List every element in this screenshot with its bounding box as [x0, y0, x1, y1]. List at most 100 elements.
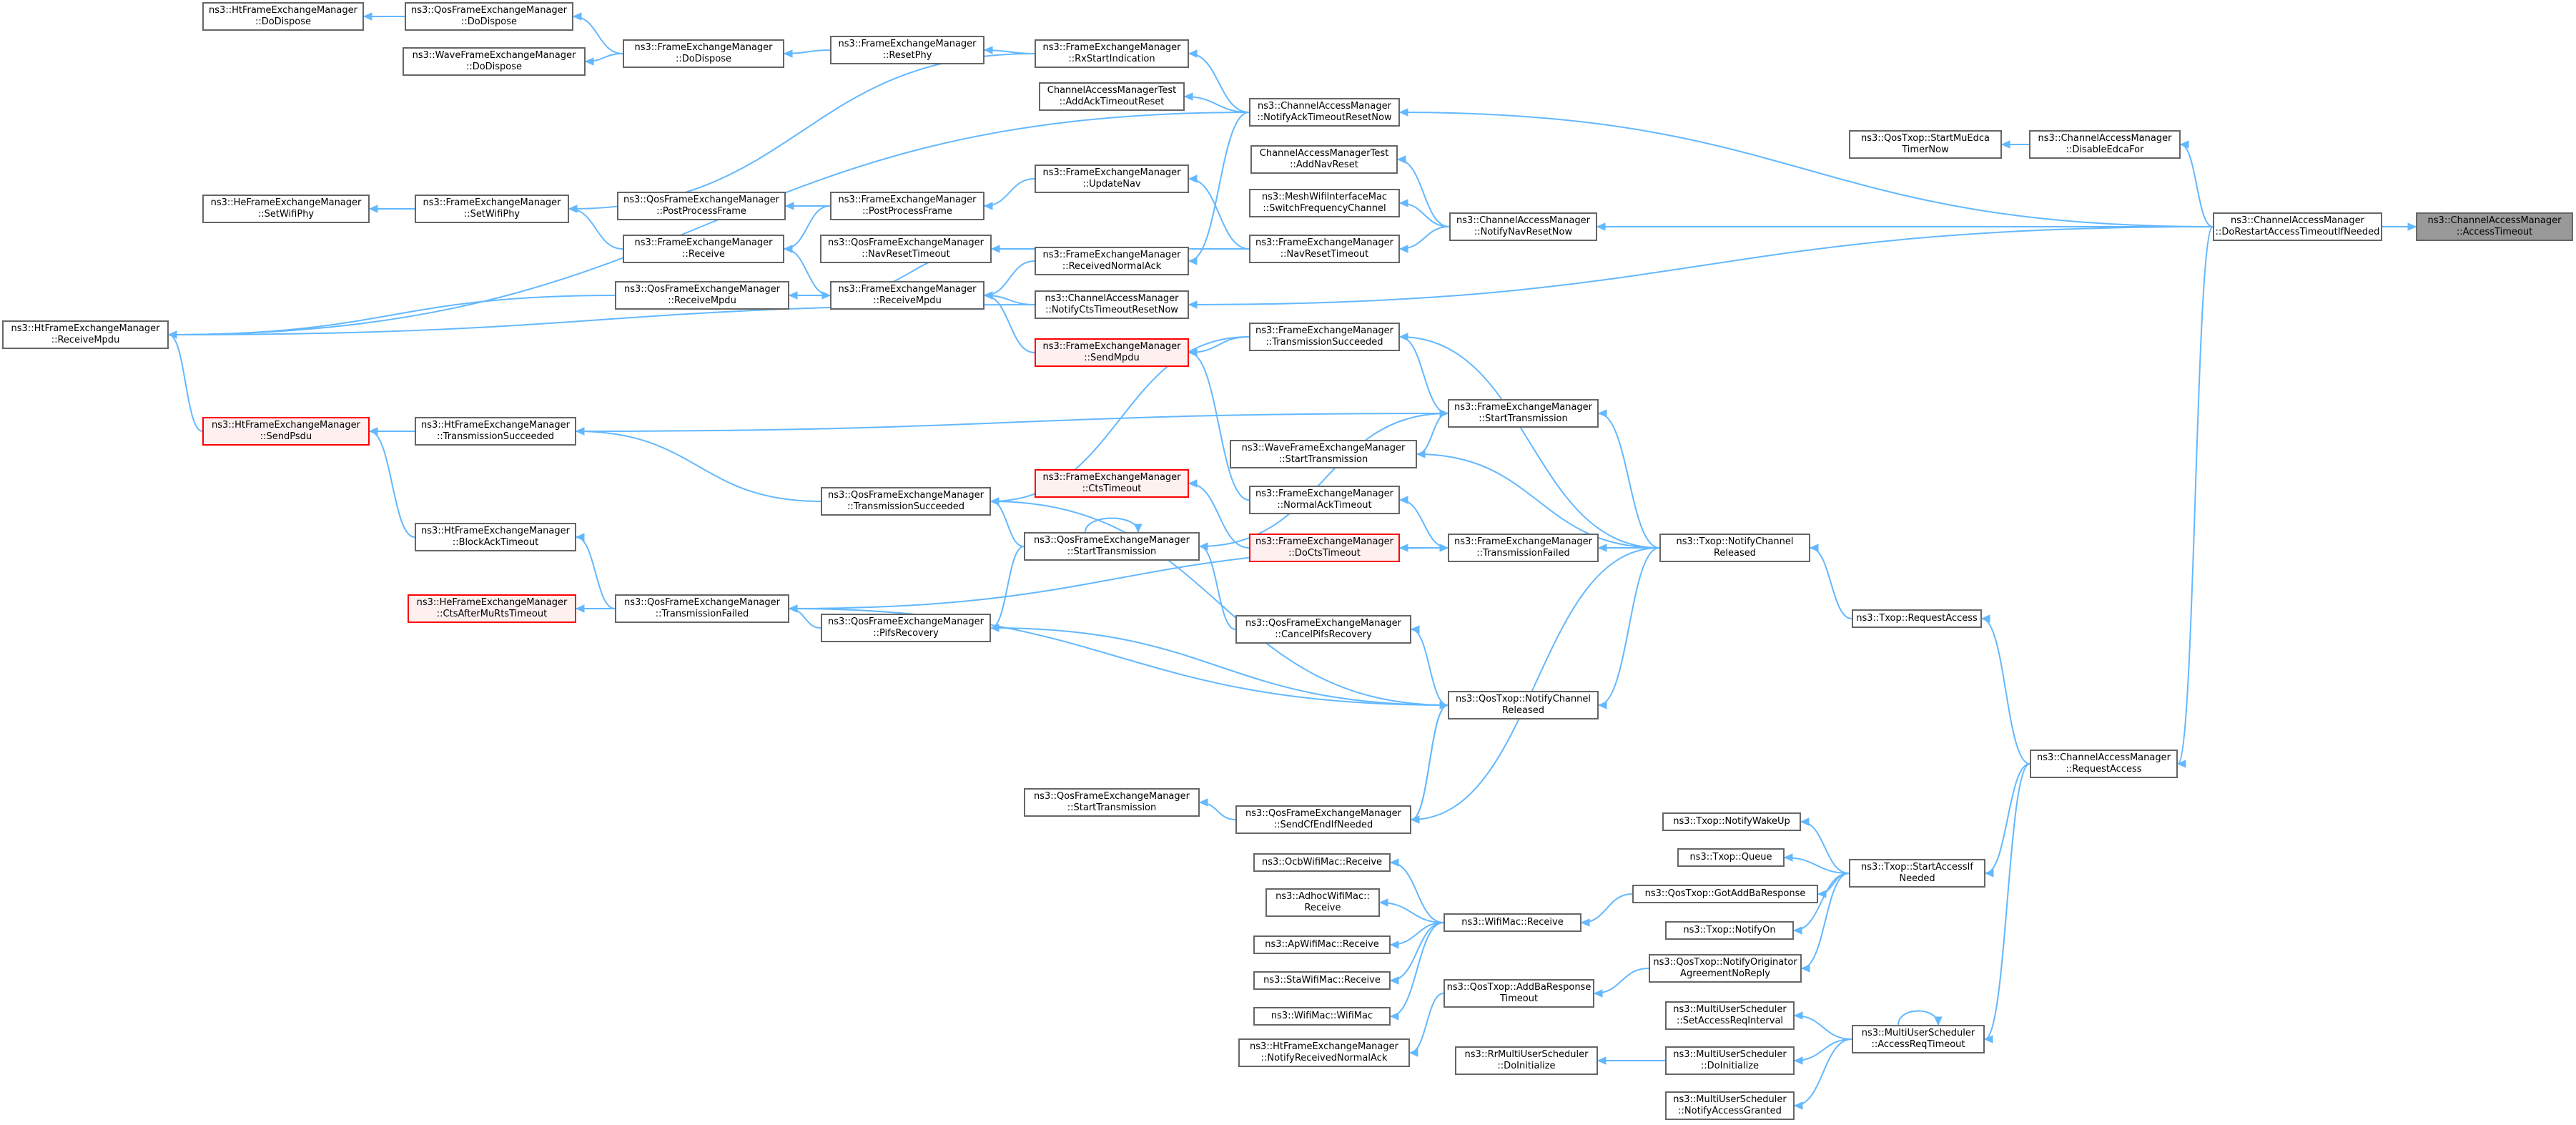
edge-n26-n24: [984, 260, 1035, 296]
graph-node-label: ::ReceivedNormalAck: [1062, 261, 1162, 272]
graph-node-n22[interactable]: ns3::QosFrameExchangeManager::NavResetTi…: [820, 235, 992, 263]
graph-node-n28[interactable]: ns3::HtFrameExchangeManager::ReceiveMpdu: [2, 320, 169, 349]
graph-node-n10[interactable]: ns3::ChannelAccessManager::DisableEdcaFo…: [2029, 130, 2181, 159]
graph-node-label: ns3::ChannelAccessManager: [2427, 215, 2562, 226]
edge-arrowhead: [1596, 222, 1606, 231]
graph-node-label: ::DoDispose: [675, 54, 732, 64]
graph-node-n02[interactable]: ns3::QosFrameExchangeManager::DoDispose: [405, 2, 573, 31]
graph-node-n38[interactable]: ns3::HtFrameExchangeManager::BlockAckTim…: [415, 523, 576, 551]
graph-node-n64[interactable]: ns3::WifiMac::WifiMac: [1253, 1007, 1391, 1026]
graph-node-label: ::ReceiveMpdu: [873, 295, 942, 306]
graph-node-n68[interactable]: ns3::RrMultiUserScheduler::DoInitialize: [1455, 1046, 1598, 1075]
graph-node-n53[interactable]: ns3::Txop::Queue: [1677, 848, 1785, 867]
graph-node-n50[interactable]: ns3::QosFrameExchangeManager::StartTrans…: [1024, 788, 1200, 817]
graph-node-n33[interactable]: ns3::FrameExchangeManager::StartTransmis…: [1448, 399, 1599, 428]
edge-n52-n54: [1800, 821, 1850, 874]
graph-node-n12[interactable]: ns3::FrameExchangeManager::UpdateNav: [1035, 164, 1189, 193]
graph-node-label: Receive: [1304, 903, 1341, 913]
graph-node-label: ns3::HtFrameExchangeManager: [421, 420, 570, 431]
graph-node-n70[interactable]: ns3::MultiUserScheduler::NotifyAccessGra…: [1665, 1091, 1795, 1120]
edge-arrowhead: [572, 12, 582, 21]
graph-node-n01[interactable]: ns3::HtFrameExchangeManager::DoDispose: [202, 2, 364, 31]
graph-node-n60[interactable]: ns3::ApWifiMac::Receive: [1253, 935, 1391, 954]
graph-node-n18[interactable]: ns3::ChannelAccessManager::NotifyNavRese…: [1449, 212, 1597, 241]
graph-node-n06[interactable]: ns3::FrameExchangeManager::RxStartIndica…: [1035, 39, 1189, 68]
graph-node-n04[interactable]: ns3::FrameExchangeManager::DoDispose: [623, 39, 784, 68]
graph-node-n15[interactable]: ns3::QosFrameExchangeManager::PostProces…: [617, 192, 786, 220]
graph-node-n52[interactable]: ns3::Txop::NotifyWakeUp: [1662, 812, 1801, 831]
graph-node-n17[interactable]: ns3::MeshWifiInterfaceMac::SwitchFrequen…: [1249, 189, 1400, 217]
graph-node-n31[interactable]: ns3::HtFrameExchangeManager::SendPsdu: [202, 417, 370, 446]
graph-node-n62[interactable]: ns3::StaWifiMac::Receive: [1253, 971, 1391, 990]
graph-node-label: ns3::AdhocWifiMac::: [1275, 891, 1370, 902]
graph-node-n69[interactable]: ns3::MultiUserScheduler::DoInitialize: [1665, 1046, 1795, 1075]
graph-node-n11[interactable]: ChannelAccessManagerTest::AddNavReset: [1250, 145, 1398, 174]
graph-node-label: ns3::FrameExchangeManager: [634, 42, 773, 53]
graph-node-n45[interactable]: ns3::QosFrameExchangeManager::PifsRecove…: [821, 614, 991, 642]
graph-node-label: ::PostProcessFrame: [862, 206, 952, 217]
graph-node-n44[interactable]: ns3::QosFrameExchangeManager::Transmissi…: [615, 594, 789, 623]
graph-node-n21[interactable]: ns3::FrameExchangeManager::Receive: [623, 235, 784, 263]
graph-node-n03[interactable]: ns3::WaveFrameExchangeManager::DoDispose: [403, 47, 586, 76]
edge-n49-n19: [2177, 226, 2214, 765]
graph-node-n37[interactable]: ns3::QosFrameExchangeManager::Transmissi…: [821, 487, 991, 516]
edge-arrowhead: [1792, 926, 1802, 935]
graph-node-n08[interactable]: ns3::ChannelAccessManager::NotifyAckTime…: [1249, 98, 1400, 127]
edge-arrowhead: [568, 205, 578, 213]
edge-n37-n39: [990, 501, 1025, 547]
graph-node-n55[interactable]: ns3::OcbWifiMac::Receive: [1253, 853, 1391, 872]
graph-node-n39[interactable]: ns3::QosFrameExchangeManager::StartTrans…: [1024, 532, 1200, 561]
graph-node-n29[interactable]: ns3::FrameExchangeManager::SendMpdu: [1035, 338, 1189, 367]
graph-node-n40[interactable]: ns3::FrameExchangeManager::DoCtsTimeout: [1249, 534, 1400, 562]
edge-n59-n54: [1793, 873, 1850, 931]
graph-node-n30[interactable]: ns3::FrameExchangeManager::TransmissionS…: [1249, 323, 1400, 351]
graph-node-n57[interactable]: ns3::QosTxop::GotAddBaResponse: [1632, 885, 1818, 903]
graph-node-n27[interactable]: ns3::ChannelAccessManager::NotifyCtsTime…: [1035, 290, 1189, 319]
graph-node-n46[interactable]: ns3::QosFrameExchangeManager::CancelPifs…: [1235, 615, 1411, 644]
graph-node-n25[interactable]: ns3::QosFrameExchangeManager::ReceiveMpd…: [615, 281, 789, 310]
graph-node-n07[interactable]: ChannelAccessManagerTest::AddAckTimeoutR…: [1039, 82, 1185, 111]
graph-node-label: ns3::QosFrameExchangeManager: [1245, 808, 1401, 819]
graph-node-n26[interactable]: ns3::FrameExchangeManager::ReceiveMpdu: [830, 281, 984, 310]
edge-arrowhead: [2176, 760, 2186, 768]
graph-node-n35[interactable]: ns3::FrameExchangeManager::CtsTimeout: [1035, 469, 1189, 498]
graph-node-label: ::DoCtsTimeout: [1288, 548, 1361, 559]
graph-node-n19[interactable]: ns3::ChannelAccessManager::DoRestartAcce…: [2213, 212, 2382, 241]
graph-node-n23[interactable]: ns3::FrameExchangeManager::NavResetTimeo…: [1249, 235, 1400, 263]
graph-node-n24[interactable]: ns3::FrameExchangeManager::ReceivedNorma…: [1035, 247, 1189, 275]
graph-node-n66[interactable]: ns3::MultiUserScheduler::AccessReqTimeou…: [1852, 1025, 1985, 1053]
graph-node-n41[interactable]: ns3::FrameExchangeManager::TransmissionF…: [1448, 534, 1599, 562]
graph-node-n56[interactable]: ns3::AdhocWifiMac::Receive: [1265, 888, 1380, 917]
graph-node-n47[interactable]: ns3::Txop::RequestAccess: [1852, 609, 1982, 628]
graph-node-n34[interactable]: ns3::WaveFrameExchangeManager::StartTran…: [1230, 440, 1417, 468]
graph-node-n58[interactable]: ns3::WifiMac::Receive: [1444, 913, 1581, 932]
graph-node-n36[interactable]: ns3::FrameExchangeManager::NormalAckTime…: [1249, 486, 1400, 514]
graph-node-n43[interactable]: ns3::HeFrameExchangeManager::CtsAfterMuR…: [408, 594, 576, 623]
graph-node-n67[interactable]: ns3::HtFrameExchangeManager::NotifyRecei…: [1238, 1038, 1410, 1067]
graph-node-n51[interactable]: ns3::QosFrameExchangeManager::SendCfEndI…: [1235, 805, 1411, 834]
graph-node-label: ns3::ChannelAccessManager: [2038, 133, 2172, 144]
graph-node-n16[interactable]: ns3::FrameExchangeManager::PostProcessFr…: [830, 192, 984, 220]
graph-node-n05[interactable]: ns3::FrameExchangeManager::ResetPhy: [830, 36, 984, 64]
graph-node-label: ::StartTransmission: [1067, 546, 1157, 557]
graph-node-n32[interactable]: ns3::HtFrameExchangeManager::Transmissio…: [415, 417, 576, 446]
graph-node-n59[interactable]: ns3::Txop::NotifyOn: [1665, 921, 1794, 940]
edge-arrowhead: [784, 202, 794, 210]
graph-node-n13[interactable]: ns3::HeFrameExchangeManager::SetWifiPhy: [202, 195, 370, 223]
edge-arrowhead: [1188, 300, 1198, 309]
graph-node-n14[interactable]: ns3::FrameExchangeManager::SetWifiPhy: [415, 195, 569, 223]
graph-node-label: ns3::FrameExchangeManager: [1454, 402, 1593, 413]
graph-node-n65[interactable]: ns3::MultiUserScheduler::SetAccessReqInt…: [1665, 1001, 1795, 1030]
edge-n45-n39: [990, 546, 1025, 629]
graph-node-label: ns3::ChannelAccessManager: [2231, 215, 2364, 226]
edge-n45-n48: [990, 627, 1449, 706]
graph-node-label: ns3::WaveFrameExchangeManager: [412, 50, 576, 61]
edge-arrowhead: [1597, 701, 1607, 709]
graph-node-n49[interactable]: ns3::ChannelAccessManager::RequestAccess: [2030, 750, 2178, 778]
